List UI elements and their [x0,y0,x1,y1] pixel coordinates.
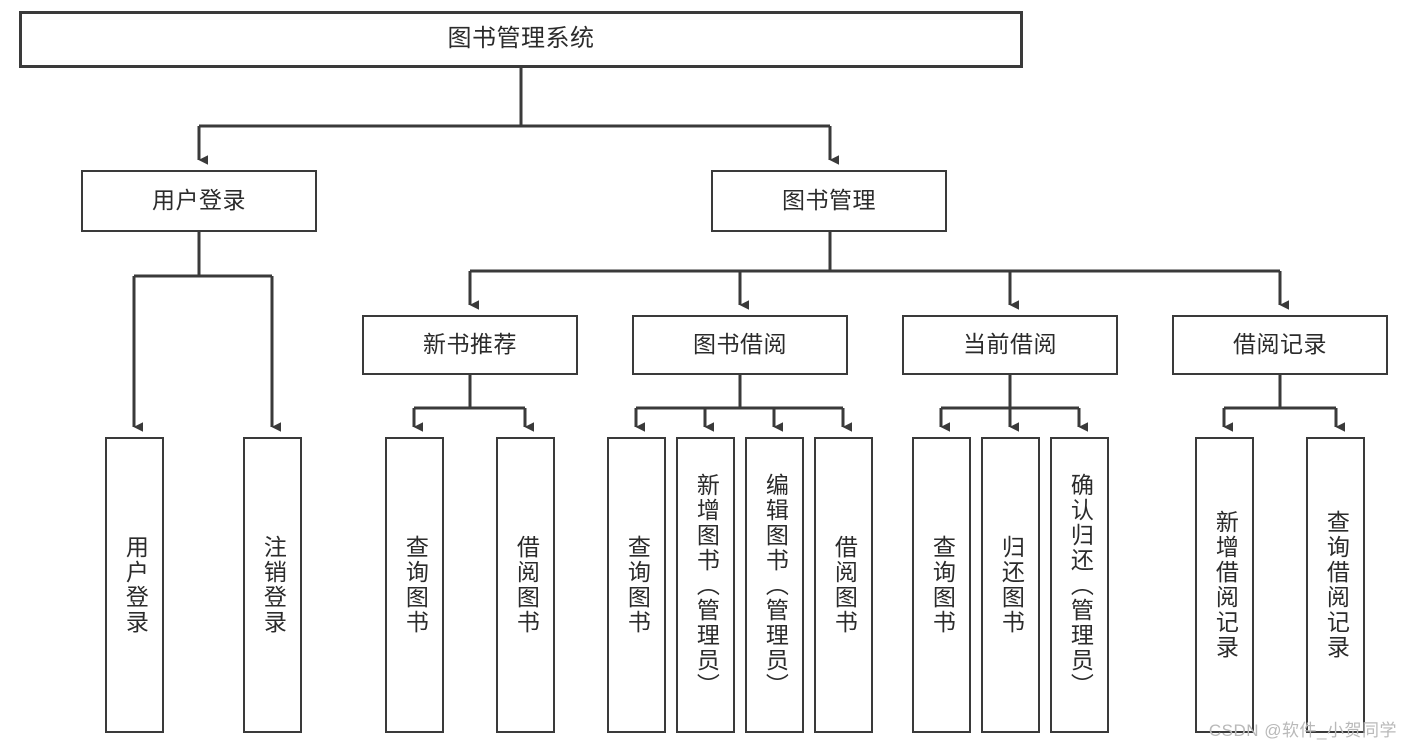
leaf-label: 查询借阅记录 [1323,510,1350,660]
leaf-user-login-login[interactable]: 用户登录 [105,437,164,733]
leaf-borrow-edit-book-admin[interactable]: 编辑图书（管理员） [745,437,804,733]
leaf-label: 新增借阅记录 [1212,510,1239,660]
leaf-label: 编辑图书（管理员） [762,472,789,698]
node-user-login[interactable]: 用户登录 [81,170,317,232]
leaf-record-add-record[interactable]: 新增借阅记录 [1195,437,1254,733]
leaf-label: 新增图书（管理员） [693,472,720,698]
leaf-new-book-borrow[interactable]: 借阅图书 [496,437,555,733]
leaf-label: 注销登录 [260,535,287,635]
node-label: 用户登录 [152,187,246,214]
node-book-borrow[interactable]: 图书借阅 [632,315,848,375]
leaf-label: 查询图书 [624,535,651,635]
leaf-current-return-book[interactable]: 归还图书 [981,437,1040,733]
leaf-borrow-add-book-admin[interactable]: 新增图书（管理员） [676,437,735,733]
node-book-management-system[interactable]: 图书管理系统 [19,11,1023,68]
node-book-management[interactable]: 图书管理 [711,170,947,232]
leaf-label: 归还图书 [998,535,1025,635]
leaf-label: 确认归还（管理员） [1067,472,1094,698]
node-borrow-record[interactable]: 借阅记录 [1172,315,1388,375]
leaf-new-book-query[interactable]: 查询图书 [385,437,444,733]
leaf-label: 借阅图书 [513,535,540,635]
leaf-current-query-book[interactable]: 查询图书 [912,437,971,733]
node-label: 借阅记录 [1233,331,1327,358]
leaf-borrow-query-book[interactable]: 查询图书 [607,437,666,733]
leaf-record-query-record[interactable]: 查询借阅记录 [1306,437,1365,733]
node-label: 图书借阅 [693,331,787,358]
node-label: 图书管理系统 [447,25,595,53]
node-label: 图书管理 [782,187,876,214]
leaf-label: 查询图书 [402,535,429,635]
leaf-label: 借阅图书 [831,535,858,635]
leaf-current-confirm-return-admin[interactable]: 确认归还（管理员） [1050,437,1109,733]
leaf-label: 用户登录 [122,535,149,635]
leaf-user-login-logout[interactable]: 注销登录 [243,437,302,733]
node-label: 当前借阅 [963,331,1057,358]
node-new-book-recommend[interactable]: 新书推荐 [362,315,578,375]
leaf-label: 查询图书 [929,535,956,635]
node-label: 新书推荐 [423,331,517,358]
leaf-borrow-borrow-book[interactable]: 借阅图书 [814,437,873,733]
node-current-borrow[interactable]: 当前借阅 [902,315,1118,375]
